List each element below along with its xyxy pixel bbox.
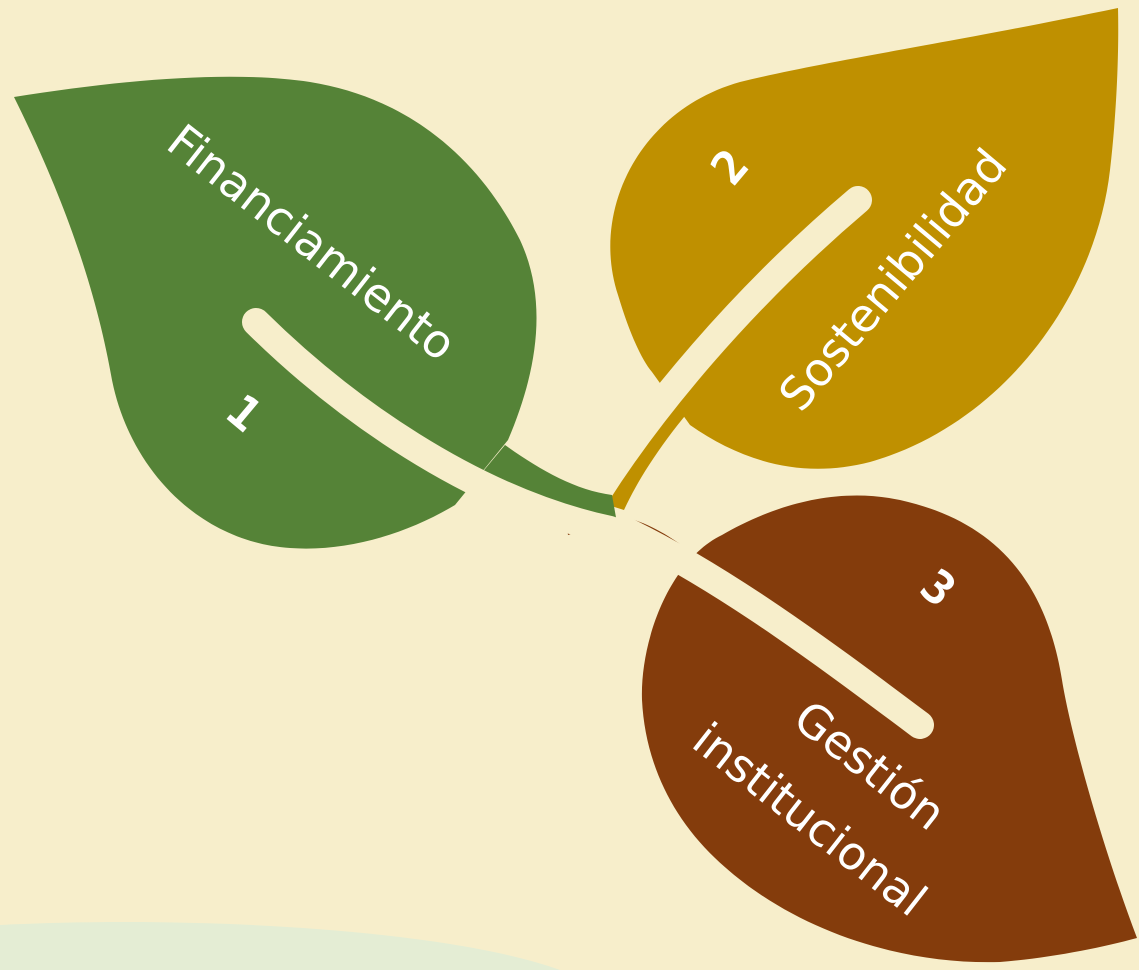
leaf-3-vein <box>576 501 934 739</box>
bottom-band <box>0 922 560 970</box>
leaf-financiamiento: 1 Financiamiento <box>14 76 624 549</box>
leaf-gestion-institucional: 3 Gestión institucional <box>565 495 1137 963</box>
leaf-2-shape <box>610 8 1119 469</box>
leaf-2-vein <box>582 186 872 509</box>
leaf-1-vein <box>242 308 624 544</box>
leaf-sostenibilidad: 2 Sostenibilidad <box>582 8 1119 510</box>
